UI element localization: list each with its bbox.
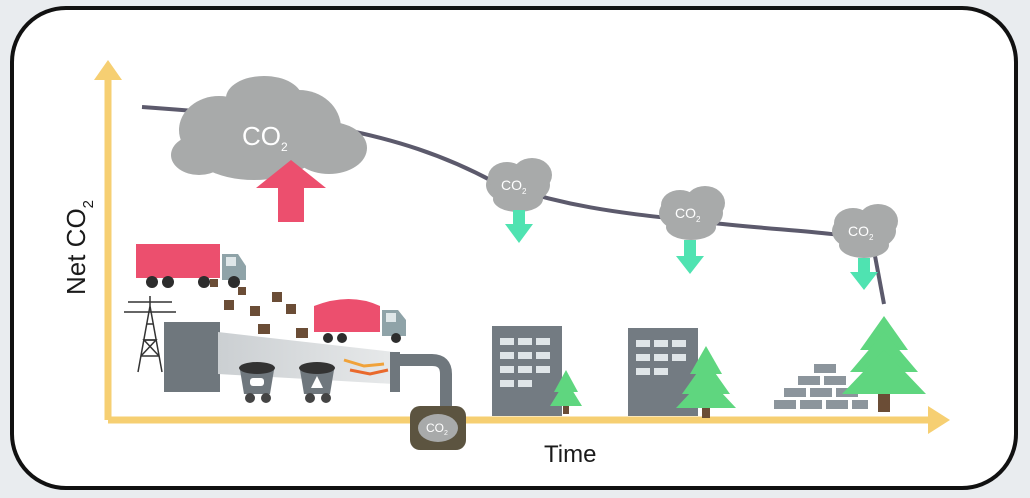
mine-cart-biomass xyxy=(299,362,335,403)
power-pylon-icon xyxy=(124,296,176,373)
x-axis xyxy=(108,406,950,434)
carbon-cycle-diagram: Net CO2 Time CO2 CO2 CO2 xyxy=(61,60,950,468)
svg-text:CO2: CO2 xyxy=(848,223,874,242)
building-1 xyxy=(492,326,562,416)
x-axis-label: Time xyxy=(544,441,596,468)
svg-text:CO2: CO2 xyxy=(426,421,448,437)
tree-small xyxy=(550,370,582,414)
co2-cloud-emission: CO2 xyxy=(171,76,367,180)
svg-text:CO2: CO2 xyxy=(501,177,527,196)
co2-cloud-absorb-1: CO2 xyxy=(486,158,552,212)
truck-icon xyxy=(136,244,246,288)
absorb-down-arrow-2 xyxy=(676,240,704,274)
co2-storage-tank: CO2 xyxy=(410,406,466,450)
mine-cart-coal xyxy=(239,362,275,403)
mixer-truck-icon xyxy=(314,299,406,343)
emission-up-arrow xyxy=(256,160,326,222)
tree-medium xyxy=(676,346,736,418)
absorb-down-arrow-1 xyxy=(505,210,533,243)
svg-text:CO2: CO2 xyxy=(675,205,701,224)
capture-pipe xyxy=(390,352,452,408)
diagram-frame: Net CO2 Time CO2 CO2 CO2 xyxy=(10,6,1018,490)
svg-text:CO2: CO2 xyxy=(242,121,288,154)
y-axis xyxy=(94,60,122,420)
cement-plant xyxy=(164,322,394,392)
y-axis-label: Net CO2 xyxy=(61,200,97,295)
absorb-down-arrow-3 xyxy=(850,258,878,290)
co2-cloud-absorb-2: CO2 xyxy=(659,186,725,240)
co2-cloud-absorb-3: CO2 xyxy=(832,204,898,258)
tree-large xyxy=(842,316,926,412)
